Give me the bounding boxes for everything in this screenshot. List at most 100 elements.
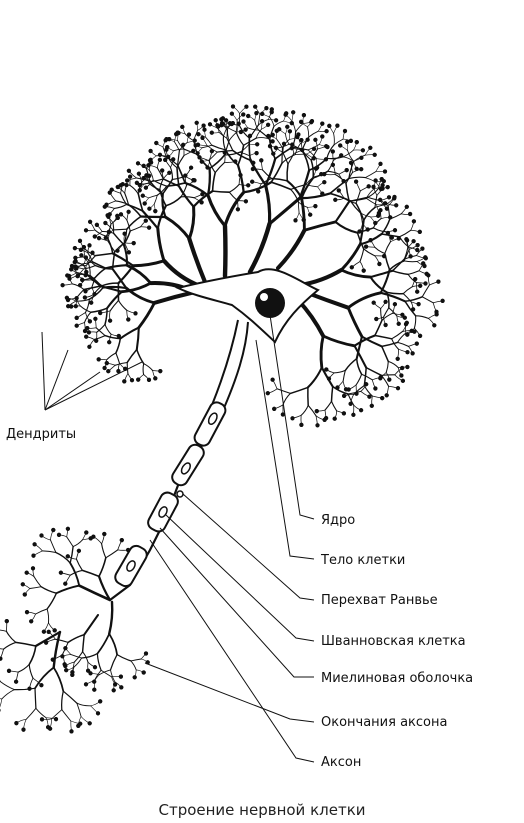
branch-tip [219, 123, 224, 128]
branch-segment [117, 299, 128, 311]
branch-segment [156, 167, 164, 180]
branch-tip [136, 377, 141, 382]
branch-segment [83, 311, 92, 324]
branch-tip [320, 134, 325, 139]
branch-segment [69, 562, 81, 587]
axon-terminal-branches [0, 526, 150, 734]
branch-tip [73, 304, 78, 309]
branch-tip [395, 386, 401, 391]
branch-tip [265, 391, 270, 396]
branch-segment [276, 388, 291, 394]
branch-segment [347, 390, 362, 395]
schwann-nucleus [126, 560, 136, 572]
branch-segment [223, 126, 228, 137]
branch-tip [113, 682, 118, 687]
branch-tip [46, 629, 51, 635]
branch-tip [24, 610, 30, 615]
branch-tip [400, 312, 405, 317]
branch-segment [356, 227, 375, 234]
branch-segment [218, 131, 228, 139]
branch-segment [115, 352, 121, 364]
branch-tip [410, 351, 415, 356]
branch-tip [396, 321, 401, 326]
branch-segment [223, 190, 246, 228]
branch-tip [122, 379, 127, 384]
node-of-ranvier [176, 490, 184, 498]
branch-segment [343, 197, 357, 204]
branch-segment [76, 271, 89, 276]
branch-tip [137, 183, 142, 188]
branch-tip [91, 534, 96, 539]
branch-segment [87, 261, 91, 277]
branch-segment [374, 194, 378, 209]
branch-tip [395, 356, 400, 361]
branch-segment [369, 276, 388, 294]
branch-segment [380, 218, 391, 235]
branch-tip [87, 319, 93, 324]
branch-tip [371, 184, 376, 189]
branch-segment [105, 549, 119, 559]
branch-tip [373, 178, 378, 183]
branch-segment [101, 230, 115, 234]
branch-segment [52, 666, 65, 693]
branch-tip [154, 140, 159, 146]
branch-tip [235, 207, 240, 212]
branch-tip [41, 629, 47, 634]
branch-segment [84, 298, 90, 314]
myelin-segment [147, 491, 179, 533]
branch-segment [384, 241, 392, 254]
leader-dendrites [44, 349, 69, 411]
branch-tip [254, 111, 259, 116]
branch-tip [116, 369, 121, 374]
branch-segment [421, 296, 434, 304]
branch-segment [130, 660, 137, 671]
branch-segment [227, 129, 230, 141]
branch-segment [347, 150, 355, 162]
branch-tip [281, 141, 287, 146]
branch-tip [360, 148, 365, 153]
branch-segment [61, 709, 72, 722]
branch-tip [4, 619, 9, 624]
branch-segment [260, 177, 273, 185]
branch-segment [270, 181, 292, 191]
branch-segment [88, 286, 104, 301]
branch-segment [319, 334, 325, 369]
branch-tip [380, 396, 385, 401]
branch-tip [322, 172, 327, 177]
branch-segment [176, 166, 180, 187]
schwann-nucleus [180, 462, 191, 475]
branch-tip [320, 121, 325, 126]
branch-tip [207, 122, 213, 127]
branch-segment [381, 345, 390, 363]
branch-tip [367, 394, 372, 399]
branch-tip [69, 729, 74, 734]
branch-tip [324, 129, 329, 134]
branch-tip [396, 236, 401, 241]
branch-tip [104, 202, 109, 207]
branch-tip [87, 721, 92, 726]
branch-segment [339, 268, 372, 279]
branch-segment [269, 125, 275, 141]
branch-segment [62, 690, 78, 704]
branch-tip [64, 668, 69, 673]
branch-segment [206, 193, 227, 228]
branch-segment [312, 170, 329, 179]
label-dendrites: Дендриты [6, 427, 76, 442]
branch-tip [153, 209, 158, 214]
branch-segment [228, 131, 238, 141]
branch-segment [87, 252, 93, 263]
branch-tip [167, 170, 172, 175]
branch-tip [69, 304, 74, 309]
leader-axon-terminals [144, 662, 315, 723]
branch-tip [241, 112, 246, 117]
branch-tip [404, 204, 409, 209]
branch-segment [268, 138, 277, 160]
branch-tip [348, 138, 353, 143]
branch-tip [86, 330, 92, 335]
branch-segment [330, 385, 334, 403]
branch-segment [331, 385, 349, 395]
branch-tip [333, 197, 338, 202]
branch-segment [226, 137, 234, 152]
branch-segment [82, 264, 89, 276]
branch-segment [355, 190, 361, 204]
